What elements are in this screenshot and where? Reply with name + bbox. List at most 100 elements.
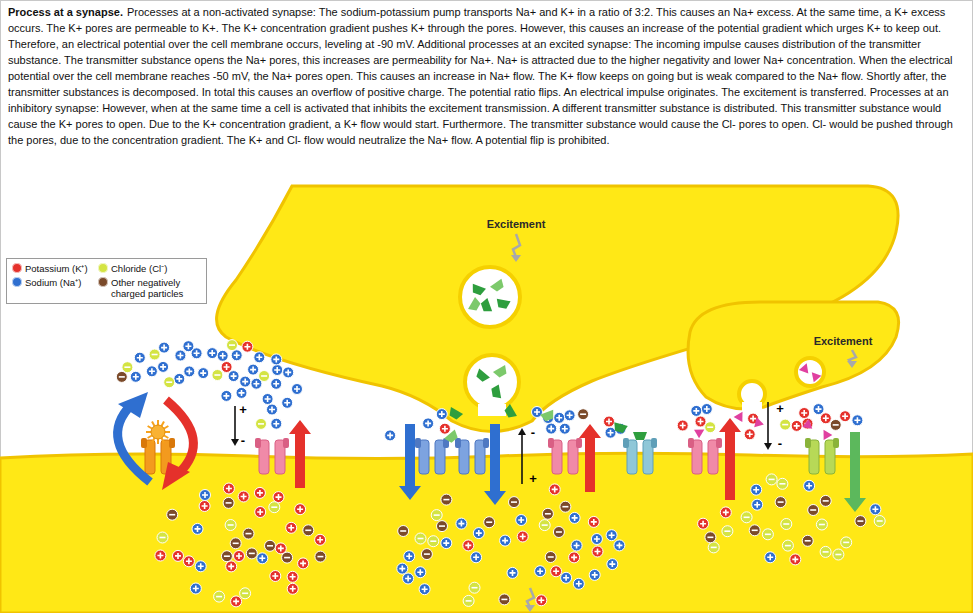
inhibitory-transmitter xyxy=(799,362,811,374)
cation xyxy=(423,418,434,429)
anion xyxy=(223,497,234,508)
cation xyxy=(403,573,414,584)
cation xyxy=(242,341,253,352)
ion-flow-arrow xyxy=(399,424,421,500)
transmitter xyxy=(468,297,482,313)
cation xyxy=(419,584,430,595)
potential-arrow xyxy=(764,402,772,450)
anion xyxy=(705,422,716,433)
anion xyxy=(256,418,267,429)
cation xyxy=(146,366,157,377)
cation xyxy=(571,540,582,551)
cation xyxy=(270,571,281,582)
cation xyxy=(559,423,570,434)
cation xyxy=(159,342,170,353)
anion xyxy=(149,349,160,360)
cation xyxy=(272,365,283,376)
cation xyxy=(273,492,284,503)
excitement-label: Excitement xyxy=(487,218,546,230)
legend-text: Sodium (Na⁺) xyxy=(25,277,81,288)
cation xyxy=(804,480,815,491)
cation xyxy=(240,376,251,387)
anion xyxy=(484,517,495,528)
ion-flow-arrow xyxy=(579,424,601,492)
potassium-pore xyxy=(548,438,582,474)
anion xyxy=(282,552,293,563)
cation xyxy=(226,561,237,572)
anion xyxy=(225,520,236,531)
cation xyxy=(588,516,599,527)
potassium-flow-arrow xyxy=(162,400,193,490)
cation xyxy=(516,515,527,526)
cation xyxy=(473,528,484,539)
cation xyxy=(183,341,194,352)
cation xyxy=(385,430,396,441)
ion-flow-arrow xyxy=(484,424,506,505)
anion xyxy=(221,551,232,562)
sodium-flow-arrow xyxy=(118,392,150,482)
presynaptic-terminal xyxy=(217,186,899,432)
anion xyxy=(243,528,254,539)
anion xyxy=(802,535,813,546)
cation xyxy=(744,429,755,440)
anion xyxy=(816,519,827,530)
inhibitory-transmitter xyxy=(694,425,707,438)
legend-text: Chloride (Cl⁻) xyxy=(111,263,167,274)
cation xyxy=(223,483,234,494)
released-transmitter xyxy=(694,409,832,440)
anion xyxy=(841,537,852,548)
impulse-arrow xyxy=(511,234,521,262)
anion xyxy=(782,540,793,551)
anion xyxy=(781,519,792,530)
cation xyxy=(549,484,560,495)
legend-item: Chloride (Cl⁻) xyxy=(98,263,200,274)
cation xyxy=(820,413,831,424)
cation xyxy=(790,554,801,565)
charge-sign: - xyxy=(239,434,247,447)
cation xyxy=(130,371,141,382)
cation xyxy=(397,563,408,574)
cation xyxy=(573,578,584,589)
cation xyxy=(802,418,813,429)
legend-box: Potassium (K⁺) Chloride (Cl⁻) Sodium (Na⁺)… xyxy=(6,258,207,304)
cation xyxy=(192,523,203,534)
cation xyxy=(698,518,709,529)
cation xyxy=(564,410,575,421)
cation xyxy=(254,487,265,498)
anion xyxy=(762,529,773,540)
description: Process at a synapse.Processes at a non-… xyxy=(8,4,964,148)
cation xyxy=(236,387,247,398)
cation xyxy=(231,596,242,607)
cation xyxy=(175,350,186,361)
anion xyxy=(259,371,270,382)
impulse-arrow xyxy=(847,350,857,368)
cation xyxy=(604,416,615,427)
anion xyxy=(833,549,844,560)
anion xyxy=(269,502,280,513)
cation xyxy=(298,558,309,569)
anion xyxy=(874,516,885,527)
anion xyxy=(157,532,168,543)
anion xyxy=(708,542,719,553)
inhibitory-transmitter xyxy=(752,416,764,427)
anion xyxy=(705,532,716,543)
cation xyxy=(701,404,712,415)
excitement-label: Excitement xyxy=(814,335,873,347)
legend-item: Potassium (K⁺) xyxy=(12,263,96,274)
cation xyxy=(221,390,232,401)
cation xyxy=(200,490,211,501)
transmitter xyxy=(540,410,556,422)
ion-flow-arrow xyxy=(289,420,311,488)
cation xyxy=(199,501,210,512)
cation xyxy=(569,512,580,523)
cation xyxy=(262,394,273,405)
cation xyxy=(174,373,185,384)
cation xyxy=(254,352,265,363)
cation xyxy=(207,348,218,359)
cation xyxy=(134,352,145,363)
ions xyxy=(116,340,885,607)
anion xyxy=(315,551,326,562)
cation xyxy=(183,556,194,567)
cation xyxy=(155,550,166,561)
anion xyxy=(777,478,788,489)
